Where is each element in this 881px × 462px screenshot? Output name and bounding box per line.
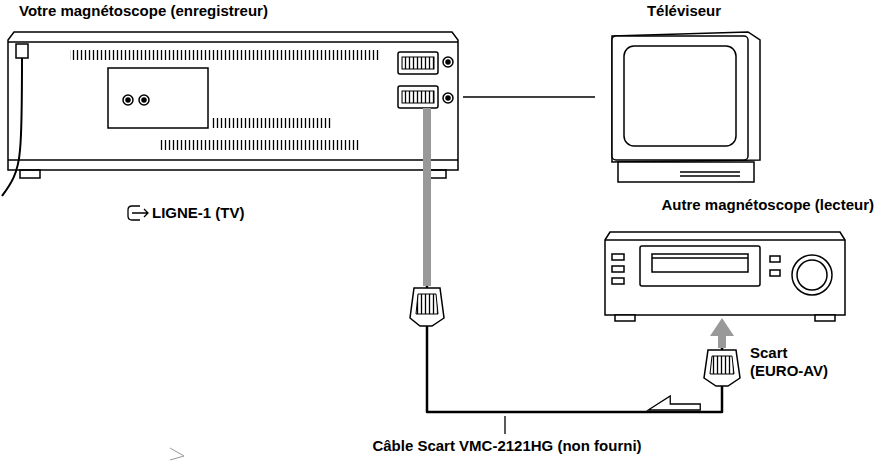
player-vcr <box>605 232 845 321</box>
node-heading: Autre magnétoscope (lecteur) <box>540 196 874 214</box>
flow-arrowhead <box>648 396 700 410</box>
player-node: Autre magnétoscope (lecteur) <box>540 196 878 327</box>
node-heading: Téléviseur <box>595 2 773 20</box>
corner-mark <box>170 448 184 460</box>
connector-line <box>463 96 595 98</box>
tv-node: Téléviseur <box>595 0 773 190</box>
node-heading: Votre magnétoscope (enregistreur) <box>19 2 463 20</box>
connector-label: LIGNE-1 (TV) <box>150 204 294 222</box>
scart-plug-recorder <box>410 108 444 326</box>
leader-line <box>504 416 505 434</box>
television <box>612 32 760 182</box>
cable-label: Câble Scart VMC-2121HG (non fourni) <box>330 437 684 455</box>
connector-label: Scart (EURO-AV) <box>748 344 844 380</box>
recorder-vcr <box>2 32 458 196</box>
scart-plug-player <box>704 318 740 386</box>
video-link-line <box>463 97 595 98</box>
output-symbol <box>128 206 148 220</box>
recorder-node: Votre magnétoscope (enregistreur) <box>5 0 463 185</box>
